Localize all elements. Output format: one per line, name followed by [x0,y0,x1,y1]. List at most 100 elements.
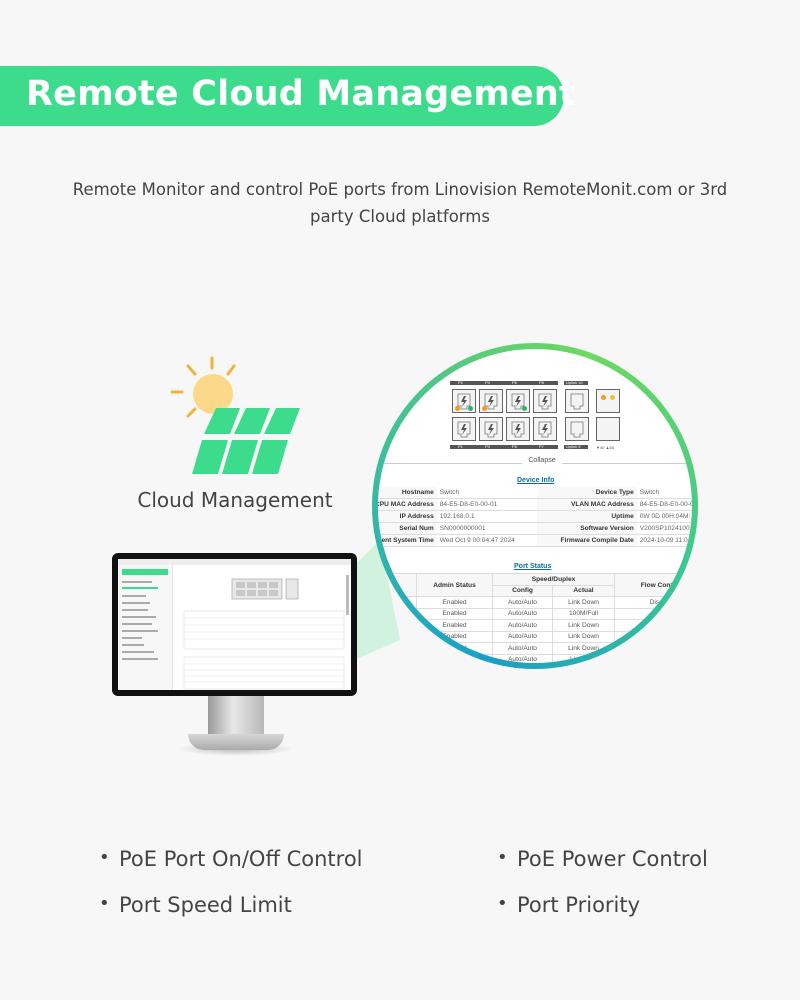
feature-item: Port Priority [497,893,640,917]
port-panel: P2 P4 P6 P8 Uplink 10 P1 P3 P5 P7 Uplink… [450,380,690,451]
admin-cell: Enabled [416,607,493,620]
info-key: Uptime [536,510,637,523]
info-key: VLAN MAC Address [536,498,637,511]
port-sfp-bottom[interactable] [596,417,620,441]
magnified-content: P2 P4 P6 P8 Uplink 10 P1 P3 P5 P7 Uplink… [378,349,692,663]
uplink-cap-top [564,381,588,385]
column-header-port [378,573,417,597]
page-title: Remote Cloud Management [26,74,576,114]
mini-menu-item [122,637,142,639]
table-row: Enabled Auto/Auto 100M/Full Dis [378,607,692,620]
table-row: Enabled Auto/Auto Link Down [378,619,692,632]
port-label: P1 [458,444,463,449]
info-value: Wed Oct 9 00:04:47 2024 [436,534,537,547]
port-led [468,406,473,411]
port-cell [378,630,417,643]
info-value: 84-E5-D8-E0-00-01 [436,498,537,511]
subtitle: Remote Monitor and control PoE ports fro… [72,180,728,226]
port-cell [378,619,417,632]
device-info-table: Hostname Switch Device Type Switch CPU M… [378,487,692,547]
port-label: Uplink 9 [566,444,581,449]
admin-cell: Enabled [416,653,493,663]
info-key: Device Type [536,487,637,499]
actual-cell: 100M/Full [552,607,615,620]
collapse-toggle[interactable]: Collapse [522,457,562,464]
table-row: CPU MAC Address 84-E5-D8-E0-00-01 VLAN M… [378,498,692,511]
flow-cell [614,619,692,632]
port-led [601,395,606,400]
port-cell [378,596,417,609]
column-header-flow: Flow Contr [614,573,692,597]
port-led [482,406,487,411]
info-value: 2024-10-09 11:0 [636,534,692,547]
mini-dashboard [183,575,349,690]
port-label: Uplink 10 [566,380,583,385]
config-cell: Auto/Auto [492,653,553,663]
flow-cell [614,653,692,663]
feature-item: Port Speed Limit [99,893,292,917]
info-value: V200SP1024100 [636,522,692,535]
title-banner: Remote Cloud Management [0,66,576,126]
port-led [455,406,460,411]
config-cell: Auto/Auto [492,630,553,643]
config-cell: Auto/Auto [492,642,553,655]
table-header-row: Admin Status Speed/Duplex Flow Contr [378,573,692,597]
magnifier: P2 P4 P6 P8 Uplink 10 P1 P3 P5 P7 Uplink… [378,349,692,663]
actual-cell: Link Down [552,619,615,632]
info-key: Firmware Compile Date [536,534,637,547]
info-key: Hostname [378,487,437,499]
admin-cell: Enabled [416,596,493,609]
table-row: Enabled Auto/Auto Link Down Disab [378,596,692,609]
actual-cell: Link Down [552,596,615,609]
info-key: ent System Time [378,534,437,547]
info-value: Switch [436,487,537,499]
actual-cell: Link Down [552,630,615,643]
port-led [522,406,527,411]
info-key: IP Address [378,510,437,523]
mini-menu-item [122,616,156,618]
feature-item: PoE Port On/Off Control [99,847,362,871]
table-row: ent System Time Wed Oct 9 00:04:47 2024 … [378,534,692,547]
info-value: Switch [636,487,692,499]
config-cell: Auto/Auto [492,596,553,609]
mini-menu-item [122,658,158,660]
port-cap-bottom [450,445,558,449]
uplink-cap-bottom [564,445,588,449]
mini-logo [122,569,168,575]
admin-cell: Enabled [416,630,493,643]
flow-cell [614,630,692,643]
config-cell: Auto/Auto [492,607,553,620]
port-sfp-top[interactable] [596,389,620,413]
port-cell [378,653,417,663]
cloud-management-label: Cloud Management [137,488,333,512]
monitor-neck [208,696,264,738]
info-key: Serial Num [378,522,437,535]
port-status-title: Port Status [514,563,552,570]
config-cell: Auto/Auto [492,619,553,632]
device-info-title: Device Info [517,477,555,484]
column-header-config: Config [492,584,553,597]
port-cap-top [450,381,558,385]
mini-menu-item [122,651,154,653]
flow-cell: Dis [614,607,692,620]
table-header-row: Config Actual [378,584,692,597]
flow-cell [614,642,692,655]
monitor [112,553,357,696]
actual-cell: Link Dow [552,653,615,663]
info-value: 192.168.0.1 [436,510,537,523]
port-glyphs: ▼40 ▲65 [457,393,615,450]
monitor-foot [188,734,284,750]
info-value: SN0000000001 [436,522,537,535]
info-key: Software Version [536,522,637,535]
solar-panel-icon [170,356,300,474]
browser-bar [118,559,351,565]
port-label: P2 [458,380,463,385]
mini-menu-item [122,595,146,597]
mini-menu-item [122,644,144,646]
mini-sidebar [118,565,173,690]
info-value: 84-E5-D8-E0-00-0 [636,498,692,511]
port-label: P8 [539,380,544,385]
column-header-actual: Actual [552,584,615,597]
port-label: P7 [539,444,544,449]
column-header-speed: Speed/Duplex [492,573,615,586]
